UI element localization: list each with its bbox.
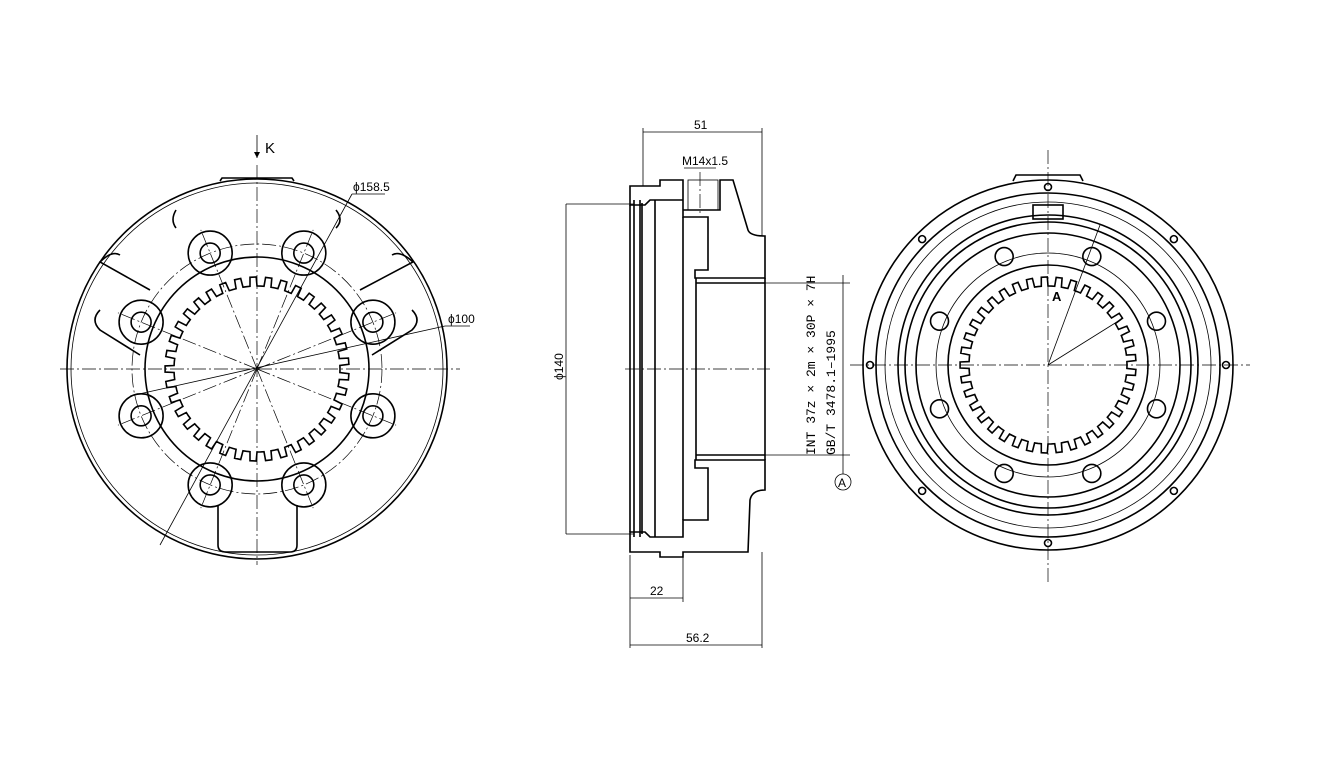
center-line (117, 368, 258, 426)
bolt-hole (1146, 311, 1167, 331)
center-line (256, 368, 314, 509)
bolt-hole (293, 474, 315, 496)
bolt-hole (362, 311, 384, 333)
datum-label: A (838, 476, 846, 490)
rim-hole (1169, 234, 1179, 244)
dim-total-56-2: 56.2 (686, 631, 710, 645)
rim-hole (917, 234, 927, 244)
bolt-boss (118, 299, 164, 345)
section-upper (629, 179, 766, 279)
bolt-flange (117, 229, 397, 509)
bolt-hole (130, 311, 152, 333)
bolt-hole (362, 405, 384, 427)
bolt-hole (293, 242, 315, 264)
bolt-hole (929, 399, 950, 419)
section-label-a: A (1052, 289, 1062, 304)
dim-depth-22: 22 (650, 584, 664, 598)
center-line (200, 229, 258, 370)
leader-bolt-circle (129, 325, 446, 397)
leader-outer (159, 193, 353, 546)
spline-lines (696, 282, 765, 456)
center-line (200, 368, 258, 509)
dim-thread: M14x1.5 (682, 154, 728, 168)
bolt-boss (281, 462, 327, 508)
bolt-hole (1082, 463, 1102, 484)
view-label-k: K (265, 140, 275, 157)
bolt-boss (187, 462, 233, 508)
rim-hole (917, 486, 927, 496)
center-line (256, 312, 397, 370)
spline-note-line1: INT 37z × 2m × 30P × 7H (804, 276, 819, 455)
threaded-hole (687, 179, 719, 211)
bolt-boss (118, 393, 164, 439)
view-arrow-head (254, 152, 260, 158)
bolt-boss (350, 393, 396, 439)
ribs (94, 209, 418, 356)
spline-note-line2: GB/T 3478.1–1995 (824, 330, 839, 455)
bolt-boss (187, 230, 233, 276)
bore-lines (629, 200, 766, 537)
section-lower (629, 459, 766, 558)
bolt-hole (929, 311, 950, 331)
front-view: K ϕ158.5 ϕ100 (60, 135, 475, 565)
dim-width-51: 51 (694, 118, 708, 132)
datum-circle (834, 473, 852, 491)
bolt-hole (1146, 399, 1167, 419)
bolt-hole (199, 474, 221, 496)
rear-view: A (850, 150, 1250, 585)
dim-outer-diameter: ϕ158.5 (353, 180, 390, 194)
rim-hole (1169, 486, 1179, 496)
bolt-hole (994, 463, 1014, 484)
center-line (256, 229, 314, 370)
bolt-hole (994, 246, 1014, 267)
bottom-lug (217, 505, 298, 553)
dim-diameter-140: ϕ140 (552, 353, 566, 380)
bolt-hole (199, 242, 221, 264)
section-view: 51 M14x1.5 ϕ140 22 56.2 INT 37z × 2m × 3… (552, 118, 852, 648)
bolt-hole (130, 405, 152, 427)
center-line (256, 368, 397, 426)
dim-bolt-circle: ϕ100 (448, 312, 475, 326)
center-line (117, 312, 258, 370)
bolt-boss (350, 299, 396, 345)
bolt-boss (281, 230, 327, 276)
